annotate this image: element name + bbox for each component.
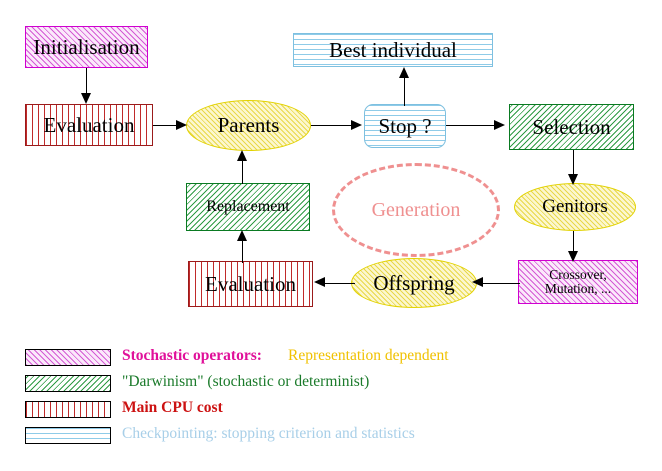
arrowhead-stop-to-selection (494, 120, 505, 130)
node-best-individual-label: Best individual (329, 37, 457, 62)
node-crossover-line1: Crossover, (549, 266, 607, 282)
node-genitors-label: Genitors (542, 196, 608, 218)
arrowhead-replacement-to-parents (237, 150, 247, 161)
node-replacement[interactable]: Replacement (186, 183, 310, 231)
node-genitors[interactable]: Genitors (514, 183, 636, 231)
node-best-individual[interactable]: Best individual (293, 33, 493, 67)
legend-swatch-cpu (25, 401, 111, 418)
arrowhead-eval-to-parents (176, 120, 187, 130)
node-evaluation-top[interactable]: Evaluation (25, 104, 153, 146)
arrowhead-init-to-eval (81, 93, 91, 104)
edge-crossover-to-offspring (480, 283, 520, 285)
edge-selection-to-genitors (573, 150, 575, 178)
node-parents-label: Parents (217, 113, 280, 138)
edge-parents-to-stop (311, 125, 353, 127)
node-offspring-label: Offspring (373, 270, 455, 295)
node-initialisation-label: Initialisation (33, 34, 140, 59)
node-generation: Generation (332, 163, 500, 257)
node-generation-label: Generation (371, 198, 461, 221)
edge-eval-to-replacement (242, 236, 244, 263)
legend-swatch-darwinism (25, 375, 111, 392)
arrowhead-genitors-to-crossover (568, 251, 578, 262)
arrowhead-eval-to-replacement (237, 230, 247, 241)
edge-replacement-to-parents (242, 156, 244, 184)
node-replacement-label: Replacement (206, 197, 290, 215)
node-parents[interactable]: Parents (186, 100, 311, 151)
node-stop[interactable]: Stop ? (364, 104, 446, 148)
edge-genitors-to-crossover (573, 231, 575, 256)
legend-swatch-checkpointing (25, 427, 111, 444)
edge-stop-to-selection (446, 125, 496, 127)
edge-eval-to-parents (153, 125, 180, 127)
node-initialisation[interactable]: Initialisation (25, 26, 148, 68)
arrowhead-stop-to-best (399, 67, 409, 78)
arrowhead-offspring-to-eval (314, 277, 325, 287)
edge-init-to-eval (86, 68, 88, 94)
edge-offspring-to-eval (323, 283, 355, 285)
node-crossover-mutation[interactable]: Crossover, Mutation, ... (518, 260, 638, 304)
arrowhead-crossover-to-offspring (472, 277, 483, 287)
node-evaluation-bottom-label: Evaluation (205, 271, 296, 296)
legend-label-cpu: Main CPU cost (122, 399, 223, 416)
node-selection[interactable]: Selection (509, 104, 634, 150)
legend-label-checkpointing: Checkpointing: stopping criterion and st… (122, 425, 415, 442)
legend-swatch-stochastic (25, 349, 111, 366)
node-selection-label: Selection (532, 114, 611, 139)
arrowhead-parents-to-stop (351, 120, 362, 130)
node-evaluation-top-label: Evaluation (43, 112, 135, 137)
legend-label-darwinism: "Darwinism" (stochastic or determinist) (122, 373, 370, 390)
legend-label-representation: Representation dependent (288, 347, 449, 364)
node-evaluation-bottom[interactable]: Evaluation (188, 261, 313, 307)
edge-stop-to-best (404, 72, 406, 106)
node-crossover-line2: Mutation, ... (544, 281, 612, 296)
node-stop-label: Stop ? (378, 113, 432, 138)
legend-label-stochastic: Stochastic operators: (122, 347, 262, 364)
node-offspring[interactable]: Offspring (351, 258, 477, 308)
arrowhead-selection-to-genitors (568, 174, 578, 185)
